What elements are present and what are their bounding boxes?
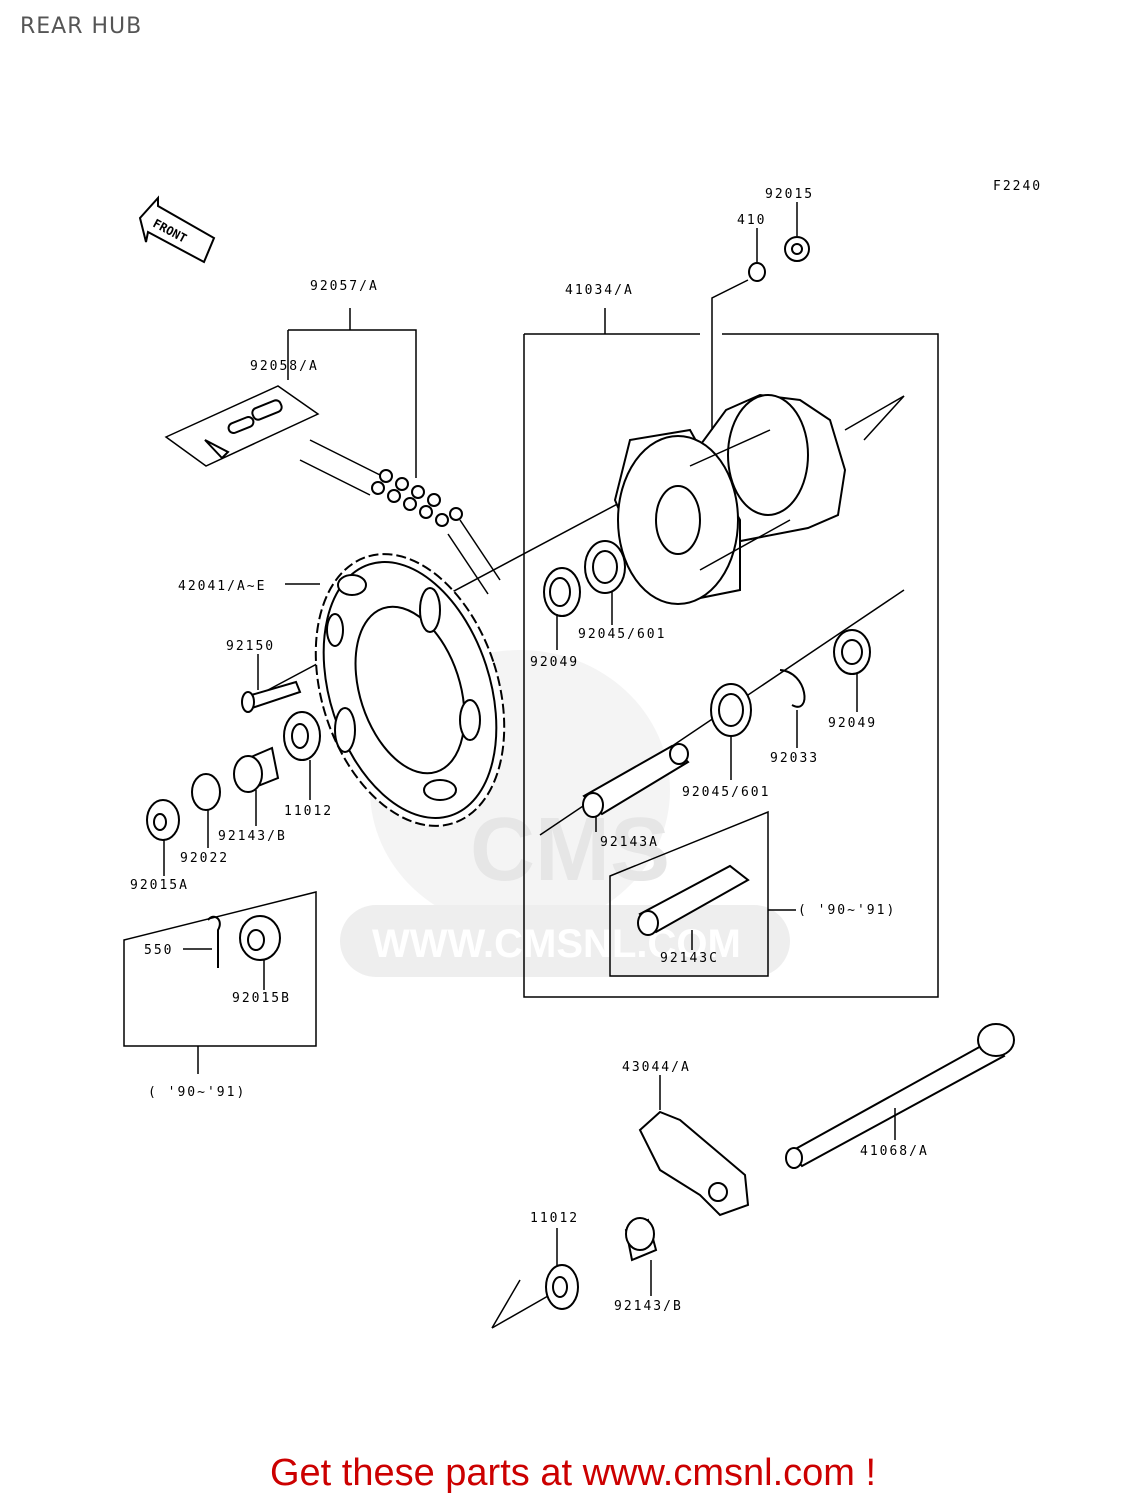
bolt-92150 <box>241 680 302 713</box>
collar-92143B <box>233 746 280 793</box>
nut-92015A <box>146 799 180 841</box>
watermark-text: WWW.CMSNL.COM <box>372 922 741 966</box>
rear-hub <box>613 393 905 605</box>
label-92143C: 92143C <box>660 951 719 966</box>
axle-41068 <box>785 1023 1015 1169</box>
master-link-kit <box>164 385 320 467</box>
washer-410 <box>748 262 766 282</box>
label-11012-lower: 11012 <box>530 1211 579 1226</box>
label-43044A: 43044/A <box>622 1060 691 1075</box>
label-92057A: 92057/A <box>310 279 379 294</box>
label-92045-upper: 92045/601 <box>578 627 666 642</box>
label-42041: 42041/A~E <box>178 579 266 594</box>
label-11012-upper: 11012 <box>284 804 333 819</box>
label-92143B-upper: 92143/B <box>218 829 287 844</box>
label-90-91-left: ( '90~'91) <box>148 1085 246 1100</box>
label-92045-lower: 92045/601 <box>682 785 770 800</box>
rear-sprocket <box>314 553 506 827</box>
collar-11012 <box>283 711 321 761</box>
washer-92022 <box>191 773 221 811</box>
page-title: REAR HUB <box>20 14 143 39</box>
spacer-92143A <box>582 743 690 818</box>
figure-code: F2240 <box>993 179 1042 194</box>
cta-link[interactable]: Get these parts at www.cmsnl.com ! <box>269 1452 877 1494</box>
circlip <box>779 669 806 708</box>
caliper-bracket-43044 <box>638 1110 750 1217</box>
castle-nut-92015B <box>239 915 281 961</box>
parts-diagram: CMS WWW.CMSNL.COM FRONT <box>123 179 1042 1329</box>
watermark-logo: CMS <box>470 800 670 900</box>
label-90-91-right: ( '90~'91) <box>798 903 896 918</box>
watermark: CMS WWW.CMSNL.COM <box>340 650 790 977</box>
label-92015B: 92015B <box>232 991 291 1006</box>
seal-left <box>543 567 581 617</box>
label-92150: 92150 <box>226 639 275 654</box>
label-41034A: 41034/A <box>565 283 634 298</box>
nut-92015 <box>784 236 810 262</box>
collar-92143B-bottom <box>624 1217 658 1262</box>
collar-11012-bottom <box>545 1264 579 1310</box>
spacer-92143C <box>637 864 750 936</box>
front-arrow: FRONT <box>138 195 216 264</box>
chain <box>299 439 501 595</box>
label-92033: 92033 <box>770 751 819 766</box>
label-92015A: 92015A <box>130 878 189 893</box>
label-92058A: 92058/A <box>250 359 319 374</box>
seal-right <box>833 629 871 675</box>
label-550: 550 <box>144 943 173 958</box>
label-410: 410 <box>737 213 766 228</box>
label-92022: 92022 <box>180 851 229 866</box>
label-92049-left: 92049 <box>530 655 579 670</box>
cotter-pin-550 <box>207 915 221 968</box>
label-92143B-lower: 92143/B <box>614 1299 683 1314</box>
label-92049-right: 92049 <box>828 716 877 731</box>
label-41068A: 41068/A <box>860 1144 929 1159</box>
label-92143A: 92143A <box>600 835 659 850</box>
bearing-left <box>584 540 626 594</box>
label-92015: 92015 <box>765 187 814 202</box>
bearing-right <box>710 683 752 737</box>
